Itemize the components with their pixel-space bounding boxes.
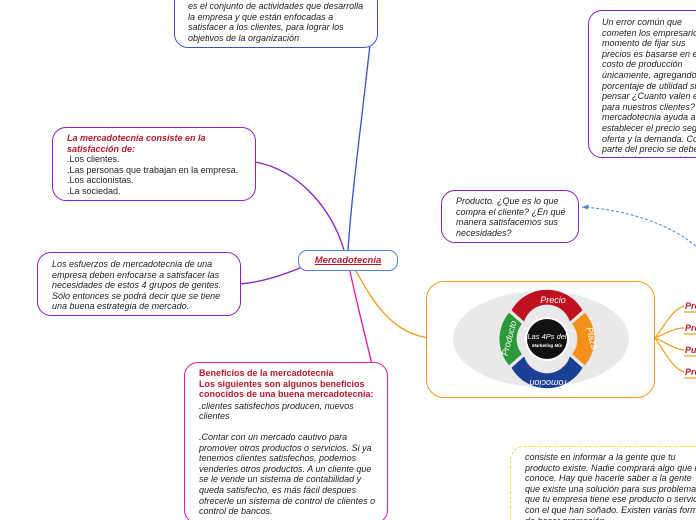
- segment-promocion: [511, 356, 583, 389]
- center-label-line2: Marketing Mix: [532, 343, 563, 348]
- product-question-node[interactable]: Producto. ¿Que es lo que compra el clien…: [441, 190, 579, 243]
- benefits-para1: .clientes satisfechos producen, nuevos c…: [199, 400, 354, 422]
- center-label-line1: Las 4Ps del: [527, 332, 567, 341]
- arrowhead: [582, 204, 589, 210]
- pricing-text: Un error común que cometen los empresari…: [602, 17, 696, 157]
- link-4p-sub3: [654, 337, 685, 351]
- pricing-node[interactable]: Un error común que cometen los empresari…: [588, 10, 696, 158]
- segment-producto: [499, 312, 522, 366]
- product-question-text: Producto. ¿Que es lo que compra el clien…: [456, 196, 566, 238]
- promotion-node[interactable]: consiste en informar a la gente que tu p…: [510, 446, 696, 520]
- four-p-node[interactable]: Las 4Ps del Marketing Mix Precio Plaza P…: [426, 281, 655, 398]
- definition-node[interactable]: es el conjunto de actividades que desarr…: [174, 0, 378, 48]
- link-4p-sub4: [654, 337, 685, 373]
- four-p-sub-3[interactable]: Pu: [685, 345, 696, 355]
- benefits-para2: .Contar con un mercado cautivo para prom…: [199, 431, 376, 517]
- satisfaction-node[interactable]: La mercadotecnia consiste en la satisfac…: [52, 127, 256, 201]
- dashed-link-product: [581, 206, 696, 247]
- benefits-node[interactable]: Beneficios de la mercadotecnia Los sigui…: [184, 362, 388, 520]
- segment-plaza: [572, 312, 595, 366]
- benefits-subtitle: Los siguientes son algunos beneficios co…: [199, 378, 374, 400]
- link-4p-sub1: [654, 305, 685, 339]
- link-satisfaction: [254, 161, 345, 251]
- efforts-text: Los esfuerzos de mercadotecnia de una em…: [52, 259, 222, 312]
- satisfaction-item: .La sociedad.: [67, 185, 121, 196]
- efforts-node[interactable]: Los esfuerzos de mercadotecnia de una em…: [37, 252, 241, 316]
- satisfaction-item: .Las personas que trabajan en la empresa…: [67, 164, 239, 175]
- link-efforts: [239, 267, 301, 285]
- marketing-mix-graphic: Las 4Ps del Marketing Mix Precio Plaza P…: [453, 289, 629, 389]
- promotion-text: consiste en informar a la gente que tu p…: [525, 452, 696, 520]
- segment-precio: [511, 289, 583, 322]
- link-top: [347, 25, 373, 251]
- segment-label-precio: Precio: [540, 295, 566, 305]
- link-4p-sub2: [654, 327, 685, 339]
- link-4p: [355, 270, 431, 339]
- satisfaction-item: .Los clientes.: [67, 154, 120, 165]
- segment-label-promocion: Promocion: [529, 378, 572, 388]
- satisfaction-title: La mercadotecnia consiste en la satisfac…: [67, 133, 206, 154]
- center-disc: [527, 319, 567, 359]
- central-topic[interactable]: Mercadotecnia: [298, 250, 398, 271]
- definition-text: es el conjunto de actividades que desarr…: [188, 1, 364, 43]
- four-p-sub-2[interactable]: Pro: [685, 323, 696, 333]
- benefits-title: Beneficios de la mercadotecnia: [199, 368, 334, 378]
- four-p-sub-4[interactable]: Pro: [685, 367, 696, 377]
- satisfaction-item: .Los accionistas.: [67, 175, 134, 186]
- four-p-sub-1[interactable]: Pre: [685, 301, 696, 311]
